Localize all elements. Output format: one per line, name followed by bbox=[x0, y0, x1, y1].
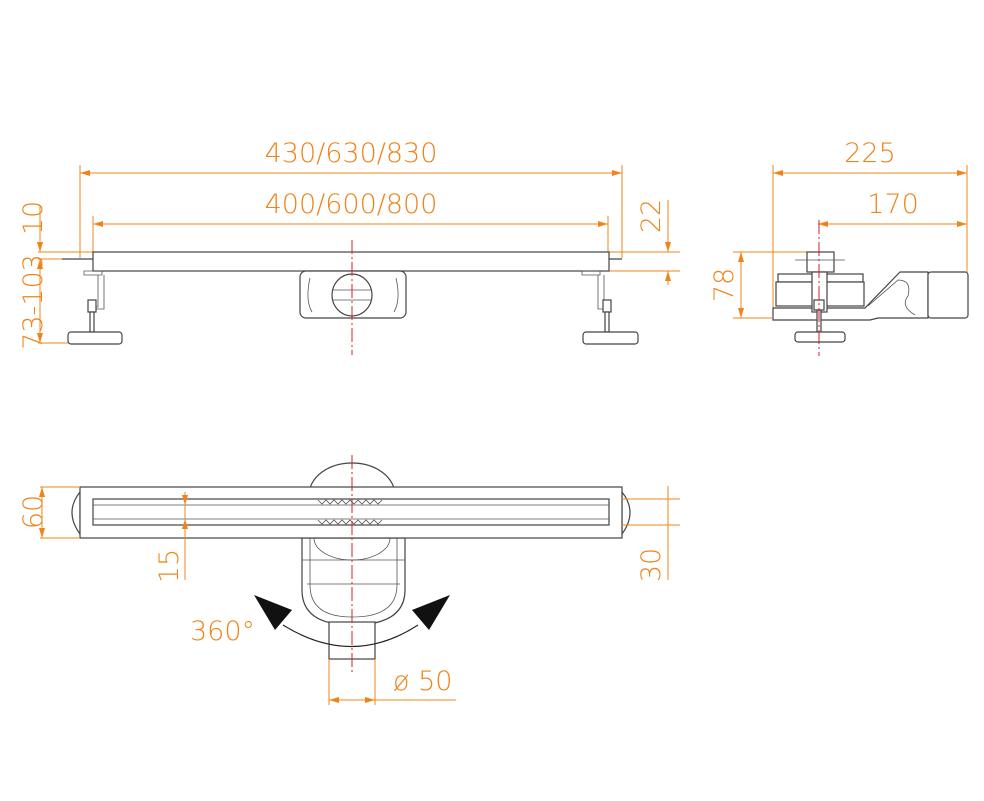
side-axis-offset-label: 170 bbox=[867, 189, 919, 220]
slot-offset-label: 30 bbox=[636, 548, 667, 582]
side-height-label: 78 bbox=[709, 268, 740, 302]
channel-height-label: 22 bbox=[636, 199, 667, 233]
left-foot bbox=[67, 331, 123, 345]
foot-height-label: 73-103 bbox=[18, 254, 49, 350]
rotate-left-arrow-icon bbox=[254, 595, 292, 630]
top-view: 60 15 30 360° ø 50 bbox=[18, 455, 680, 705]
channel-body bbox=[92, 251, 610, 272]
slot-width-label: 15 bbox=[154, 549, 185, 583]
rotation-label: 360° bbox=[190, 616, 255, 647]
right-foot bbox=[582, 331, 639, 345]
top-width-label: 60 bbox=[18, 495, 49, 529]
flange-height-label: 10 bbox=[18, 201, 49, 235]
side-view: 225 170 78 bbox=[709, 138, 969, 356]
rotate-right-arrow-icon bbox=[412, 595, 450, 630]
side-width-label: 225 bbox=[844, 138, 896, 169]
outlet-diameter-label: ø 50 bbox=[393, 666, 452, 697]
channel-length-label: 400/600/800 bbox=[265, 189, 438, 220]
overall-length-label: 430/630/830 bbox=[265, 138, 438, 169]
front-view: 430/630/830 400/600/800 10 73-103 22 bbox=[18, 138, 680, 355]
